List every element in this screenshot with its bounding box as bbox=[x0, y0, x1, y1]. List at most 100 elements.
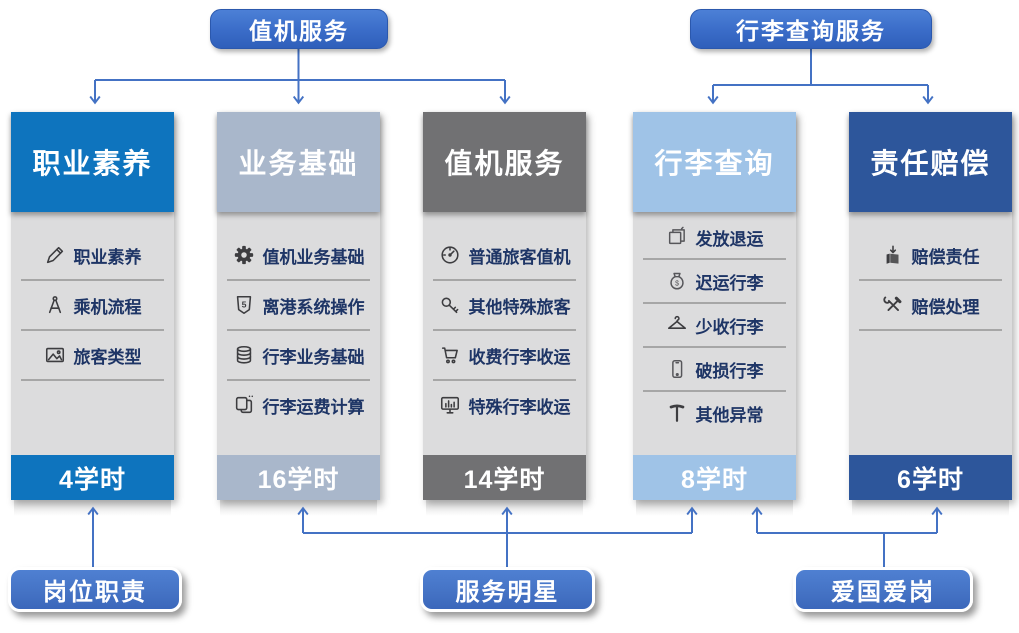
item-divider bbox=[433, 279, 576, 281]
column-body: 普通旅客值机其他特殊旅客收费行李收运特殊行李收运 bbox=[423, 212, 586, 455]
top-node-baggage-inquiry-service: 行李查询服务 bbox=[690, 9, 932, 49]
item-divider bbox=[433, 379, 576, 381]
course-item: 赔偿处理 bbox=[849, 288, 1012, 322]
bottom-node-job-duties: 岗位职责 bbox=[8, 567, 182, 612]
course-item: 普通旅客值机 bbox=[423, 238, 586, 272]
bottom-node-patriotism-dedication: 爱国爱岗 bbox=[793, 567, 973, 612]
hours-badge: 14学时 bbox=[423, 455, 586, 500]
monitor-chart-icon bbox=[439, 394, 462, 417]
item-divider bbox=[643, 390, 786, 392]
column-header: 业务基础 bbox=[217, 112, 380, 212]
course-item-label: 普通旅客值机 bbox=[468, 247, 571, 267]
course-item-label: 发放退运 bbox=[695, 229, 764, 249]
column-header: 职业素养 bbox=[11, 112, 174, 212]
course-item: 乘机流程 bbox=[11, 288, 174, 322]
pencil-icon bbox=[44, 244, 67, 267]
column-body: 职业素养乘机流程旅客类型 bbox=[11, 212, 174, 455]
course-item-label: 值机业务基础 bbox=[262, 247, 365, 267]
item-divider bbox=[21, 329, 164, 331]
course-item-label: 破损行李 bbox=[695, 361, 764, 381]
course-item: 收费行李收运 bbox=[423, 338, 586, 372]
gear-icon bbox=[233, 244, 256, 267]
item-divider bbox=[643, 258, 786, 260]
item-divider bbox=[859, 279, 1002, 281]
item-divider bbox=[227, 329, 370, 331]
hours-badge: 16学时 bbox=[217, 455, 380, 500]
course-item-label: 赔偿处理 bbox=[911, 297, 980, 317]
course-column-business-basics: 业务基础值机业务基础 5 离港系统操作行李业务基础行李运费计算 16学时 bbox=[217, 112, 380, 516]
course-item-label: 少收行李 bbox=[695, 317, 764, 337]
key-icon bbox=[439, 294, 462, 317]
column-body: 值机业务基础 5 离港系统操作行李业务基础行李运费计算 bbox=[217, 212, 380, 455]
hours-badge: 4学时 bbox=[11, 455, 174, 500]
course-item: 职业素养 bbox=[11, 238, 174, 272]
item-divider bbox=[643, 302, 786, 304]
course-item: 少收行李 bbox=[633, 309, 796, 341]
picture-icon bbox=[44, 344, 67, 367]
course-item-label: 职业素养 bbox=[73, 247, 142, 267]
item-divider bbox=[227, 279, 370, 281]
item-divider bbox=[21, 279, 164, 281]
course-item: 值机业务基础 bbox=[217, 238, 380, 272]
column-header: 行李查询 bbox=[633, 112, 796, 212]
item-divider bbox=[227, 379, 370, 381]
course-item: 发放退运 bbox=[633, 221, 796, 253]
course-item-label: 其他特殊旅客 bbox=[468, 297, 571, 317]
course-item: 5 离港系统操作 bbox=[217, 288, 380, 322]
course-item-label: 赔偿责任 bbox=[911, 247, 980, 267]
item-divider bbox=[859, 329, 1002, 331]
pages-icon bbox=[233, 394, 256, 417]
hours-badge: 8学时 bbox=[633, 455, 796, 500]
top-node-checkin-service: 值机服务 bbox=[210, 9, 388, 49]
hammer-icon bbox=[666, 402, 689, 425]
course-item: 行李业务基础 bbox=[217, 338, 380, 372]
course-item-label: 收费行李收运 bbox=[468, 347, 571, 367]
course-item-label: 旅客类型 bbox=[73, 347, 142, 367]
course-item: 行李运费计算 bbox=[217, 388, 380, 422]
course-item-label: 行李业务基础 bbox=[262, 347, 365, 367]
column-body: 发放退运 $ 迟运行李少收行李破损行李其他异常 bbox=[633, 212, 796, 455]
drafting-compass-icon bbox=[44, 294, 67, 317]
course-item: 特殊行李收运 bbox=[423, 388, 586, 422]
item-divider bbox=[21, 379, 164, 381]
column-header: 责任赔偿 bbox=[849, 112, 1012, 212]
course-item: $ 迟运行李 bbox=[633, 265, 796, 297]
connector-baggage-inquiry-to-columns bbox=[707, 48, 934, 105]
course-item: 旅客类型 bbox=[11, 338, 174, 372]
cart-icon bbox=[439, 344, 462, 367]
column-body: 赔偿责任赔偿处理 bbox=[849, 212, 1012, 455]
course-item: 其他特殊旅客 bbox=[423, 288, 586, 322]
course-column-baggage-inquiry: 行李查询发放退运 $ 迟运行李少收行李破损行李其他异常 8学时 bbox=[633, 112, 796, 516]
item-divider bbox=[433, 329, 576, 331]
database-icon bbox=[233, 344, 256, 367]
phone-icon bbox=[666, 358, 689, 381]
shield-5-icon: 5 bbox=[233, 294, 256, 317]
gauge-icon bbox=[439, 244, 462, 267]
column-header: 值机服务 bbox=[423, 112, 586, 212]
course-item-label: 行李运费计算 bbox=[262, 397, 365, 417]
bottom-node-service-star: 服务明星 bbox=[420, 567, 595, 612]
connector-service-star bbox=[297, 506, 698, 567]
hours-badge: 6学时 bbox=[849, 455, 1012, 500]
course-item-label: 特殊行李收运 bbox=[468, 397, 571, 417]
course-item: 其他异常 bbox=[633, 397, 796, 429]
connector-checkin-to-columns bbox=[89, 48, 511, 105]
svg-text:5: 5 bbox=[242, 299, 247, 309]
course-item-label: 迟运行李 bbox=[695, 273, 764, 293]
tools-icon bbox=[882, 294, 905, 317]
sticky-notes-icon bbox=[666, 226, 689, 249]
course-item-label: 其他异常 bbox=[695, 405, 764, 425]
box-download-icon bbox=[882, 244, 905, 267]
course-item-label: 离港系统操作 bbox=[262, 297, 365, 317]
course-item: 破损行李 bbox=[633, 353, 796, 385]
course-item-label: 乘机流程 bbox=[73, 297, 142, 317]
course-item: 赔偿责任 bbox=[849, 238, 1012, 272]
hanger-icon bbox=[666, 314, 689, 337]
connector-patriotism bbox=[751, 506, 943, 567]
item-divider bbox=[643, 346, 786, 348]
svg-text:$: $ bbox=[675, 280, 679, 287]
